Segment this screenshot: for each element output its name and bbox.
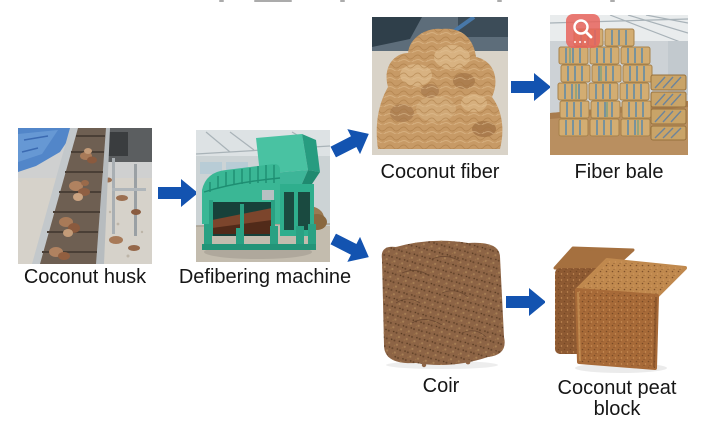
coconut-husk-label: Coconut husk	[23, 266, 147, 288]
coconut-husk-photo	[18, 128, 152, 264]
arrow-machine-to-coir-icon	[326, 226, 375, 271]
coir-photo	[372, 233, 510, 371]
text-fragment	[610, 0, 615, 2]
coconut-peat-block-photo	[545, 234, 690, 378]
image-zoom-badge[interactable]	[566, 14, 600, 48]
magnifier-icon[interactable]	[566, 14, 600, 48]
arrow-machine-to-fiber-icon	[326, 121, 375, 166]
arrow-coir-to-peat-icon	[506, 287, 546, 317]
arrow-husk-to-machine-icon	[158, 178, 198, 208]
coir-illustration	[372, 233, 510, 371]
coir-label: Coir	[422, 375, 460, 397]
text-fragment	[340, 0, 345, 2]
coconut-husk-illustration	[18, 128, 152, 264]
text-fragment	[254, 0, 292, 2]
fiber-bale-label: Fiber bale	[574, 161, 664, 183]
defibering-machine-photo	[196, 130, 330, 262]
coconut-fiber-photo	[372, 17, 508, 155]
text-fragment	[497, 0, 502, 2]
coconut-peat-block-illustration	[545, 234, 690, 378]
coconut-peat-block-label: Coconut peat block	[557, 377, 677, 420]
arrow-fiber-to-bale-icon	[511, 72, 551, 102]
defibering-machine-illustration	[196, 130, 330, 262]
coconut-fiber-label: Coconut fiber	[380, 161, 500, 183]
coconut-fiber-illustration	[372, 17, 508, 155]
text-fragment	[219, 0, 224, 2]
defibering-machine-label: Defibering machine	[178, 266, 352, 288]
